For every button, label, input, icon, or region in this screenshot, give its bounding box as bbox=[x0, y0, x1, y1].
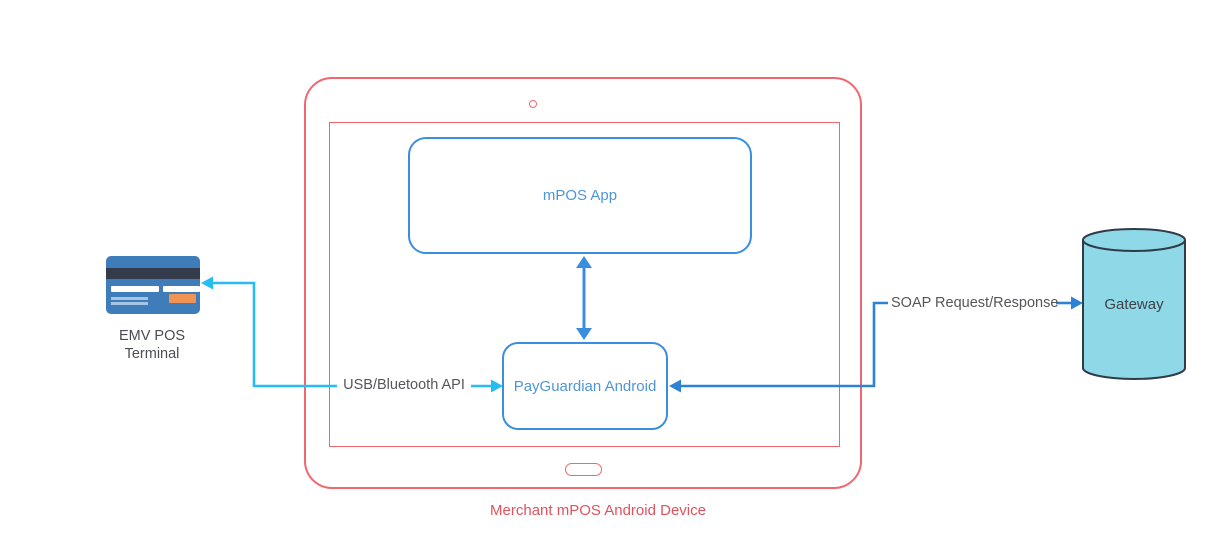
soap-arrowhead-to-payguardian-icon bbox=[669, 379, 681, 393]
usb-bluetooth-api-label: USB/Bluetooth API bbox=[343, 377, 465, 393]
gateway-cylinder-top bbox=[1082, 228, 1186, 252]
card-detail-line-2 bbox=[111, 302, 148, 305]
gateway-cylinder-body bbox=[1082, 240, 1186, 380]
soap-arrowhead-to-gateway-icon bbox=[1071, 296, 1083, 310]
gateway-label: Gateway bbox=[1104, 296, 1164, 313]
usb-connector-line-left bbox=[206, 281, 337, 388]
card-detail-line-1 bbox=[111, 297, 148, 300]
soap-connector-line-left bbox=[681, 301, 888, 388]
card-magstripe bbox=[106, 268, 200, 279]
app-link-arrowhead-down-icon bbox=[576, 328, 592, 340]
android-tablet-frame bbox=[304, 77, 862, 489]
card-signature-block bbox=[169, 294, 196, 303]
mpos-app-label: mPOS App bbox=[542, 187, 618, 204]
tablet-camera-icon bbox=[529, 100, 537, 108]
node-mpos-app: mPOS App bbox=[408, 137, 752, 254]
emv-pos-terminal-label-line2: Terminal bbox=[124, 346, 180, 362]
app-link-arrowhead-up-icon bbox=[576, 256, 592, 268]
emv-pos-terminal-label: EMV POS Terminal bbox=[97, 327, 207, 363]
card-detail-bar-right bbox=[163, 286, 200, 292]
payguardian-label: PayGuardian Android bbox=[513, 377, 657, 395]
tablet-screen-border bbox=[329, 122, 840, 447]
device-caption: Merchant mPOS Android Device bbox=[490, 502, 706, 519]
soap-request-response-label: SOAP Request/Response bbox=[891, 295, 1059, 311]
card-detail-bar-left bbox=[111, 286, 159, 292]
node-payguardian-android: PayGuardian Android bbox=[502, 342, 668, 430]
emv-pos-terminal-label-line1: EMV POS bbox=[118, 328, 186, 344]
usb-arrowhead-to-payguardian-icon bbox=[491, 379, 503, 393]
credit-card-icon bbox=[106, 256, 200, 314]
usb-arrowhead-to-terminal-icon bbox=[201, 276, 213, 290]
tablet-home-button-icon bbox=[565, 463, 602, 476]
